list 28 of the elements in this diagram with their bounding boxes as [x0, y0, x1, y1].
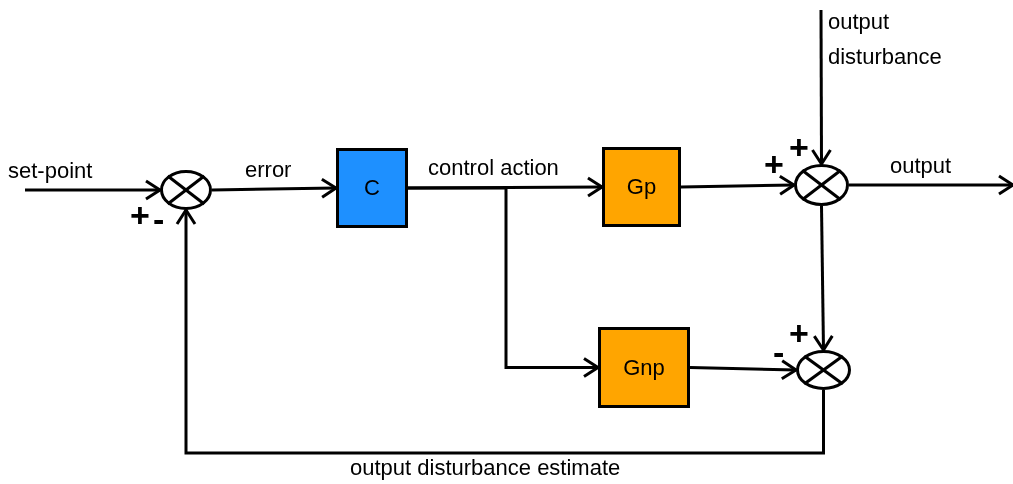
arrow — [211, 177, 338, 199]
sign-label: + — [130, 198, 150, 232]
sign-label: + — [764, 147, 784, 181]
arrow — [408, 176, 604, 198]
arrow — [408, 186, 600, 378]
arrow — [25, 179, 162, 201]
summing-junction — [794, 164, 849, 206]
edge-label: output disturbance estimate — [350, 454, 621, 482]
edge-label: control action — [428, 154, 559, 182]
arrow — [810, 10, 832, 166]
arrow — [689, 359, 798, 381]
sign-label: + — [789, 130, 809, 164]
plant-block: Gp — [602, 147, 681, 227]
edge-label: error — [245, 156, 292, 184]
summing-junction — [160, 170, 212, 210]
edge-label: set-point — [8, 157, 93, 185]
sign-label: - — [773, 335, 785, 369]
sign-label: + — [789, 316, 809, 350]
controller-block: C — [336, 148, 408, 228]
arrow — [680, 174, 796, 196]
edge-label: output disturbance — [828, 8, 943, 72]
edge-label: output — [890, 152, 952, 180]
sign-label: - — [153, 202, 165, 236]
arrow — [849, 174, 1013, 196]
arrow — [175, 208, 825, 455]
summing-junction — [796, 350, 851, 390]
model-block: Gnp — [598, 327, 690, 408]
arrow — [812, 205, 834, 352]
